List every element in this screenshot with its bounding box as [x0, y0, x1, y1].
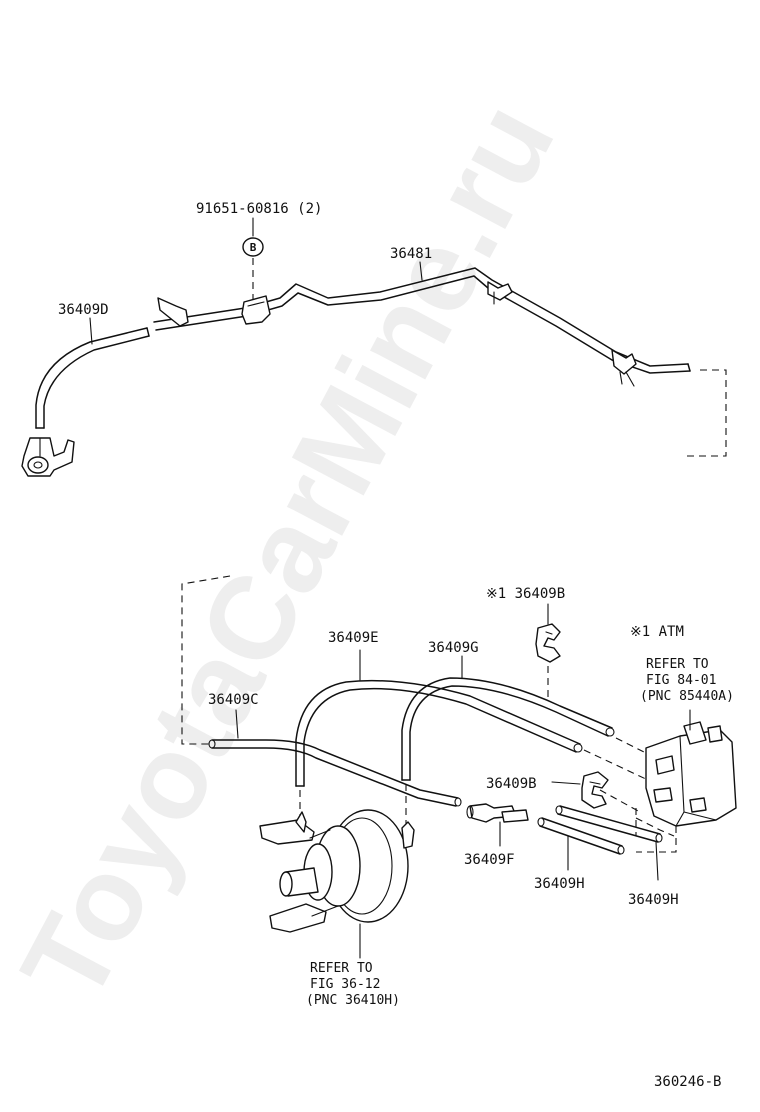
- pipe-bracket-left: [157, 295, 271, 327]
- union-fitting: [21, 437, 75, 477]
- bolt-mark: B: [250, 241, 257, 254]
- connector-dashed-lower: [181, 575, 231, 745]
- atm-valve-assembly: [635, 721, 737, 853]
- label-hose-36409d: 36409D: [58, 302, 109, 318]
- refer-atm-line3: (PNC 85440A): [640, 689, 734, 704]
- hose-36409c: [208, 739, 462, 807]
- labels: 91651-60816 (2) 36481 36409D ※1 36409B ※…: [58, 201, 734, 1090]
- pipe-clamp-1: [487, 281, 513, 305]
- clip-36409b-top: [535, 623, 561, 663]
- label-bolt: 91651-60816 (2): [196, 201, 322, 217]
- label-hose-36409h-2: 36409H: [628, 892, 679, 908]
- hose-36409d: [35, 327, 150, 429]
- diagram-id: 360246-B: [654, 1074, 721, 1090]
- upper-assembly: B: [21, 237, 727, 477]
- refer-atm-line1: REFER TO: [646, 657, 709, 672]
- brake-booster: [259, 809, 415, 933]
- refer-atm-line2: FIG 84-01: [646, 673, 716, 688]
- label-clip-36409b-top: ※1 36409B: [486, 586, 565, 602]
- label-atm-note: ※1 ATM: [630, 624, 684, 640]
- label-pipe-36481: 36481: [390, 246, 432, 262]
- pipe-clamp-2: [611, 349, 637, 387]
- leader-lines-lower: [235, 603, 691, 959]
- leader-lines-upper: [89, 217, 423, 345]
- hose-36409h-2: [555, 805, 663, 843]
- connector-dashed-upper: [683, 369, 727, 457]
- label-hose-36409h-1: 36409H: [534, 876, 585, 892]
- refer-booster-line3: (PNC 36410H): [306, 993, 400, 1008]
- refer-booster-line1: REFER TO: [310, 961, 373, 976]
- label-clip-36409b-mid: 36409B: [486, 776, 537, 792]
- hose-36409g: [401, 677, 615, 781]
- clip-36409b-mid: [581, 771, 609, 809]
- lower-assembly: [181, 575, 737, 959]
- label-hose-36409e: 36409E: [328, 630, 379, 646]
- hose-36409h-1: [537, 817, 625, 855]
- refer-booster-line2: FIG 36-12: [310, 977, 380, 992]
- label-joint-36409f: 36409F: [464, 852, 515, 868]
- bolt-91651: B: [242, 237, 264, 300]
- joint-36409f: [466, 803, 529, 823]
- label-hose-36409c: 36409C: [208, 692, 259, 708]
- label-hose-36409g: 36409G: [428, 640, 479, 656]
